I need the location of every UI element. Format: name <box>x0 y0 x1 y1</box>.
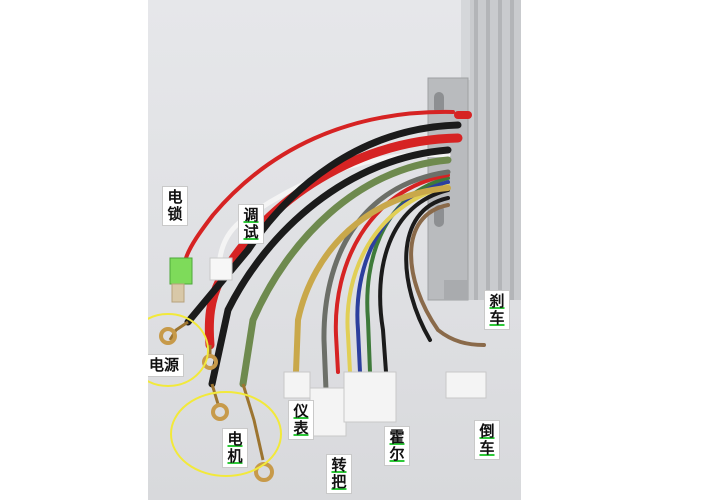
motor-terminal-green <box>241 383 265 461</box>
wire-black-brake <box>404 196 450 342</box>
debug-connector <box>209 257 233 281</box>
label-reverse: 倒 车 <box>474 420 500 460</box>
reverse-connector <box>445 371 487 399</box>
meter-connector <box>283 371 311 399</box>
wire-red-thin <box>184 109 455 260</box>
controller-photo: 电 锁 调 试 电源 电 机 仪 表 转 把 霍 尔 倒 车 刹 车 <box>148 0 521 500</box>
wire-motor-black <box>208 146 452 388</box>
label-throttle: 转 把 <box>326 454 352 494</box>
ring-terminals <box>159 320 274 482</box>
label-meter: 仪 表 <box>288 400 314 440</box>
lock-connector <box>169 257 193 285</box>
label-hall: 霍 尔 <box>384 426 410 466</box>
wire-hall-green <box>365 176 450 374</box>
motor-terminal-black <box>210 383 220 405</box>
wire-meter-yellow <box>293 185 451 375</box>
label-brake: 刹 车 <box>484 290 510 330</box>
wire-hall-red <box>333 173 450 374</box>
label-motor: 电 机 <box>222 428 248 468</box>
power-highlight <box>148 313 209 387</box>
label-power: 电源 <box>148 354 184 377</box>
controller-heatsink <box>461 0 521 300</box>
connectors <box>169 257 487 437</box>
wire-bundle <box>184 109 486 393</box>
power-terminal-black <box>168 320 189 341</box>
wire-brown <box>409 203 486 347</box>
label-lock: 电 锁 <box>162 186 188 226</box>
wire-throttle-grey <box>321 169 451 393</box>
wire-motor-green <box>239 156 452 388</box>
label-debug: 调 试 <box>238 204 264 244</box>
hall-connector <box>343 371 397 423</box>
motor-highlight <box>170 391 282 477</box>
wiring-scene <box>148 0 521 482</box>
throttle-connector <box>309 387 347 437</box>
wire-hall-black <box>378 188 450 374</box>
wire-hall-yellow <box>345 184 450 374</box>
highlight-circles <box>148 313 282 477</box>
